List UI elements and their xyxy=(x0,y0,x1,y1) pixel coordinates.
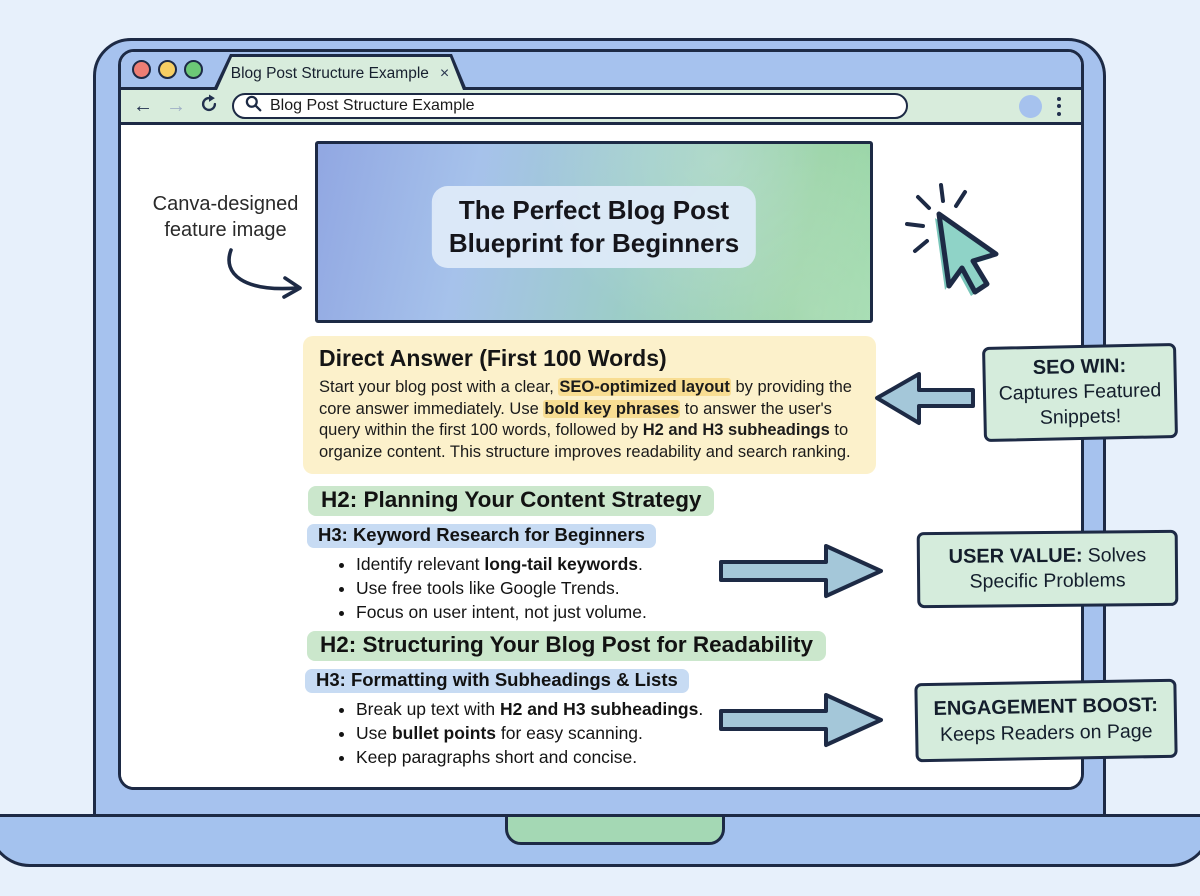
h2-heading-structuring: H2: Structuring Your Blog Post for Reada… xyxy=(307,631,826,661)
forward-icon[interactable]: → xyxy=(166,95,186,117)
feature-image: The Perfect Blog Post Blueprint for Begi… xyxy=(315,141,873,323)
arrow-left-icon xyxy=(875,372,975,425)
h2-heading-planning: H2: Planning Your Content Strategy xyxy=(308,486,715,516)
browser-tab-bar: Blog Post Structure Example × xyxy=(121,52,1081,90)
browser-toolbar: ← → Blog Post Structure Example xyxy=(121,90,1081,125)
tab-close-icon[interactable]: × xyxy=(439,64,450,82)
back-icon[interactable]: ← xyxy=(133,95,153,117)
laptop-base-notch xyxy=(505,814,725,845)
curved-arrow-icon xyxy=(227,248,302,299)
bullet-list-formatting: Break up text with H2 and H3 subheadings… xyxy=(335,696,703,771)
h3-heading-formatting: H3: Formatting with Subheadings & Lists xyxy=(305,669,689,693)
list-item: Focus on user intent, not just volume. xyxy=(356,602,647,623)
direct-answer-body: Start your blog post with a clear, SEO-o… xyxy=(319,378,852,461)
h3-heading-keyword-research: H3: Keyword Research for Beginners xyxy=(307,524,656,548)
list-item: Identify relevant long-tail keywords. xyxy=(356,554,647,575)
direct-answer-heading: Direct Answer (First 100 Words) xyxy=(319,345,667,371)
bullet-list-keyword-research: Identify relevant long-tail keywords. Us… xyxy=(335,551,647,626)
reload-icon[interactable] xyxy=(199,94,219,118)
list-item: Use free tools like Google Trends. xyxy=(356,578,647,599)
page-content: Canva-designed feature image The Perfect… xyxy=(121,125,1081,787)
feature-image-title: The Perfect Blog Post Blueprint for Begi… xyxy=(431,186,757,269)
engagement-boost-sign: ENGAGEMENT BOOST: Keeps Readers on Page xyxy=(914,678,1178,763)
user-value-sign: USER VALUE:Solves Specific Problems xyxy=(916,529,1179,609)
direct-answer-callout: Direct Answer (First 100 Words) Start yo… xyxy=(303,336,876,475)
close-window-button[interactable] xyxy=(132,60,151,79)
minimize-window-button[interactable] xyxy=(158,60,177,79)
browser-window: Blog Post Structure Example × ← → Blog P… xyxy=(118,49,1084,790)
profile-avatar[interactable] xyxy=(1019,94,1042,118)
tab-title: Blog Post Structure Example xyxy=(230,64,429,82)
cursor-click-icon xyxy=(905,183,999,296)
search-icon xyxy=(245,95,262,117)
address-bar-text: Blog Post Structure Example xyxy=(270,97,475,114)
feature-image-annotation: Canva-designed feature image xyxy=(152,193,299,241)
list-item: Keep paragraphs short and concise. xyxy=(356,747,703,768)
maximize-window-button[interactable] xyxy=(184,60,203,79)
browser-tab[interactable]: Blog Post Structure Example × xyxy=(213,54,467,90)
window-controls xyxy=(132,60,203,79)
browser-menu-icon[interactable] xyxy=(1055,95,1063,118)
list-item: Break up text with H2 and H3 subheadings… xyxy=(356,699,703,720)
list-item: Use bullet points for easy scanning. xyxy=(356,723,703,744)
arrow-right-icon xyxy=(719,544,883,598)
address-bar[interactable]: Blog Post Structure Example xyxy=(232,93,908,119)
tabbar-divider xyxy=(121,87,1081,90)
arrow-right-icon xyxy=(719,693,883,747)
seo-win-sign: SEO WIN: Captures Featured Snippets! xyxy=(982,342,1178,443)
laptop-base xyxy=(0,814,1200,867)
